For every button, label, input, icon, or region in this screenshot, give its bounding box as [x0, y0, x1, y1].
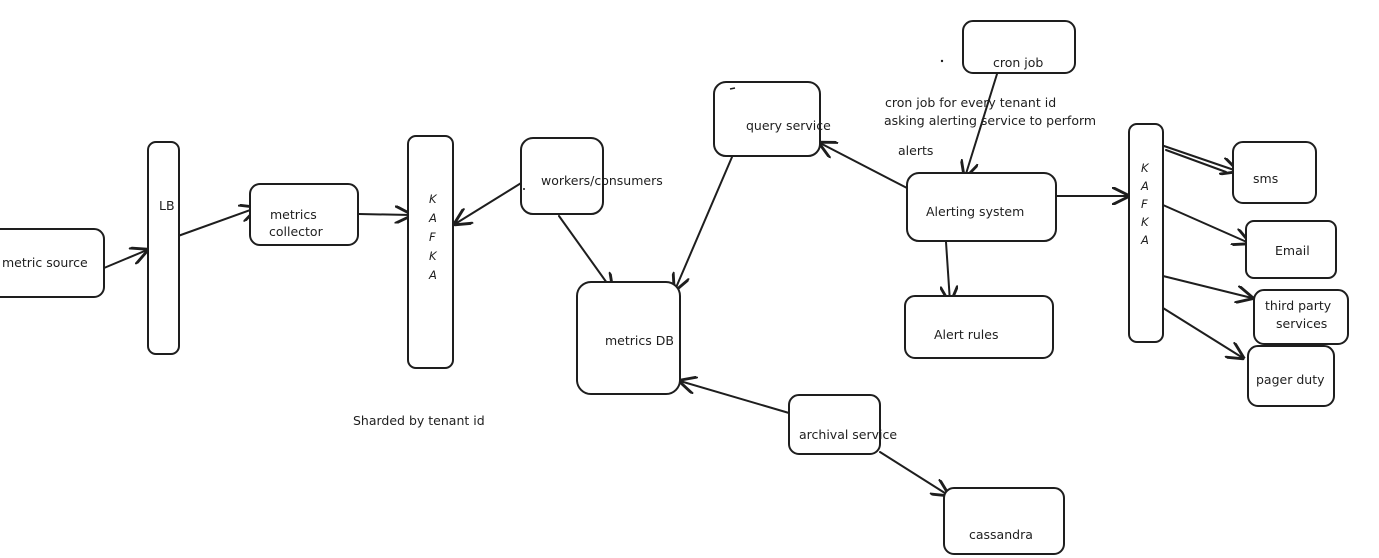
edge-alerting-to-alert-rules [946, 241, 950, 302]
node-metrics-db: metrics DB [576, 281, 681, 395]
metrics-collector-label-line2: collector [269, 224, 324, 239]
node-metric-source: metric source [0, 228, 105, 298]
edge-archival-to-cassandra [879, 451, 948, 495]
edge-lb-to-metrics-collector [177, 208, 256, 237]
node-pager-duty: pager duty [1247, 345, 1335, 407]
kafka-right-letter-4: K [1141, 215, 1150, 229]
cron-dot [940, 59, 944, 63]
edge-kafka-to-pager-duty [1162, 307, 1243, 358]
edge-metric-source-to-lb [103, 250, 147, 269]
node-alert-rules: Alert rules [904, 295, 1054, 359]
edge-alerting-to-query-service [820, 143, 908, 189]
workers-consumers-label: workers/consumers [541, 173, 663, 188]
kafka-right-letter-5: A [1140, 233, 1149, 247]
kafka-left-letter-4: K [429, 249, 438, 263]
kafka-right-letter-3: F [1141, 197, 1148, 211]
metric-source-label: metric source [2, 255, 88, 270]
edge-metrics-collector-to-kafka [358, 214, 411, 215]
node-kafka-left: K A F K A [407, 135, 454, 369]
kafka-left-letter-1: K [429, 192, 438, 206]
email-label: Email [1275, 243, 1310, 258]
node-query-service: query service [713, 81, 831, 157]
kafka-left-letter-2: A [428, 211, 437, 225]
edges [103, 73, 1252, 495]
kafka-left-letter-5: A [428, 268, 437, 282]
sharded-note: Sharded by tenant id [353, 413, 485, 428]
node-workers-consumers: workers/consumers [520, 137, 663, 215]
edge-kafka-to-email [1162, 204, 1249, 243]
cron-job-label: cron job [993, 55, 1043, 70]
cron-note-line2: asking alerting service to perform [884, 113, 1096, 128]
edge-query-service-to-metrics-db [675, 156, 733, 290]
edge-workers-to-kafka [455, 179, 527, 224]
node-archival-service: archival service [788, 394, 897, 455]
edge-cron-to-alerting [965, 73, 998, 177]
edge-kafka-to-third-party [1162, 275, 1252, 298]
node-sms: sms [1232, 141, 1317, 204]
edge-kafka-to-sms [1163, 145, 1237, 171]
node-metrics-collector: metrics collector [249, 183, 359, 246]
edge-archival-to-metrics-db [680, 381, 790, 414]
metrics-db-label: metrics DB [605, 333, 674, 348]
edge-workers-to-metrics-db [558, 215, 612, 290]
node-alerting-system: Alerting system [906, 172, 1057, 242]
kafka-right-letter-2: A [1140, 179, 1149, 193]
alerting-system-label: Alerting system [926, 204, 1024, 219]
node-cassandra: cassandra [943, 487, 1065, 555]
query-service-label: query service [746, 118, 831, 133]
third-party-label-line2: services [1276, 316, 1327, 331]
kafka-left-letter-3: F [429, 230, 436, 244]
node-lb: LB [147, 141, 180, 355]
node-cron-job: cron job [940, 20, 1076, 74]
cassandra-label: cassandra [969, 527, 1033, 542]
query-service-tick [729, 87, 736, 90]
alert-rules-label: Alert rules [934, 327, 998, 342]
sms-label: sms [1253, 171, 1278, 186]
workers-dot [523, 188, 525, 190]
node-kafka-right: K A F K A [1128, 123, 1164, 343]
cron-note-line1: cron job for every tenant id [885, 95, 1056, 110]
cron-note-line3: alerts [898, 143, 933, 158]
metrics-collector-label-line1: metrics [270, 207, 317, 222]
archival-service-label: archival service [799, 427, 897, 442]
pager-duty-label: pager duty [1256, 372, 1325, 387]
node-email: Email [1245, 220, 1337, 279]
kafka-right-letter-1: K [1141, 161, 1150, 175]
third-party-label-line1: third party [1265, 298, 1332, 313]
lb-label: LB [159, 198, 175, 213]
edge-kafka-to-sms-double [1165, 149, 1227, 173]
node-third-party-services: third party services [1253, 289, 1349, 345]
